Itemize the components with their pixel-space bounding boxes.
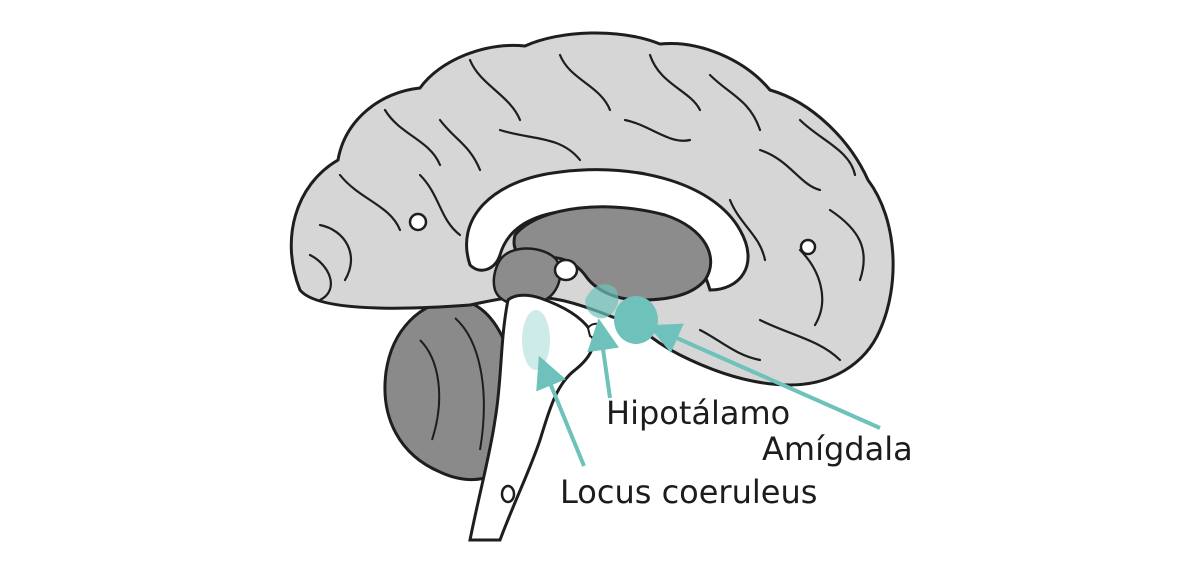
arrow-amygdala bbox=[648, 323, 881, 430]
cerebellum-fold bbox=[454, 317, 485, 451]
pituitary bbox=[586, 322, 606, 339]
cerebellum-fold bbox=[419, 339, 441, 441]
label-amygdala: Amígdala bbox=[762, 430, 913, 468]
cortex-hole bbox=[799, 238, 817, 256]
label-locus-coeruleus: Locus coeruleus bbox=[560, 473, 818, 511]
corpus-callosum bbox=[465, 168, 750, 292]
arrow-hypothalamus bbox=[587, 318, 619, 399]
label-hypothalamus: Hipotálamo bbox=[606, 394, 791, 432]
ventricle-hole bbox=[553, 258, 579, 282]
cortex-hole bbox=[408, 212, 428, 232]
hypothalamus-region bbox=[585, 284, 619, 319]
amygdala-region bbox=[614, 296, 658, 344]
arrow-locus-coeruleus bbox=[536, 355, 586, 467]
locus-coeruleus-region bbox=[522, 310, 550, 370]
brainstem-hole bbox=[500, 484, 516, 504]
